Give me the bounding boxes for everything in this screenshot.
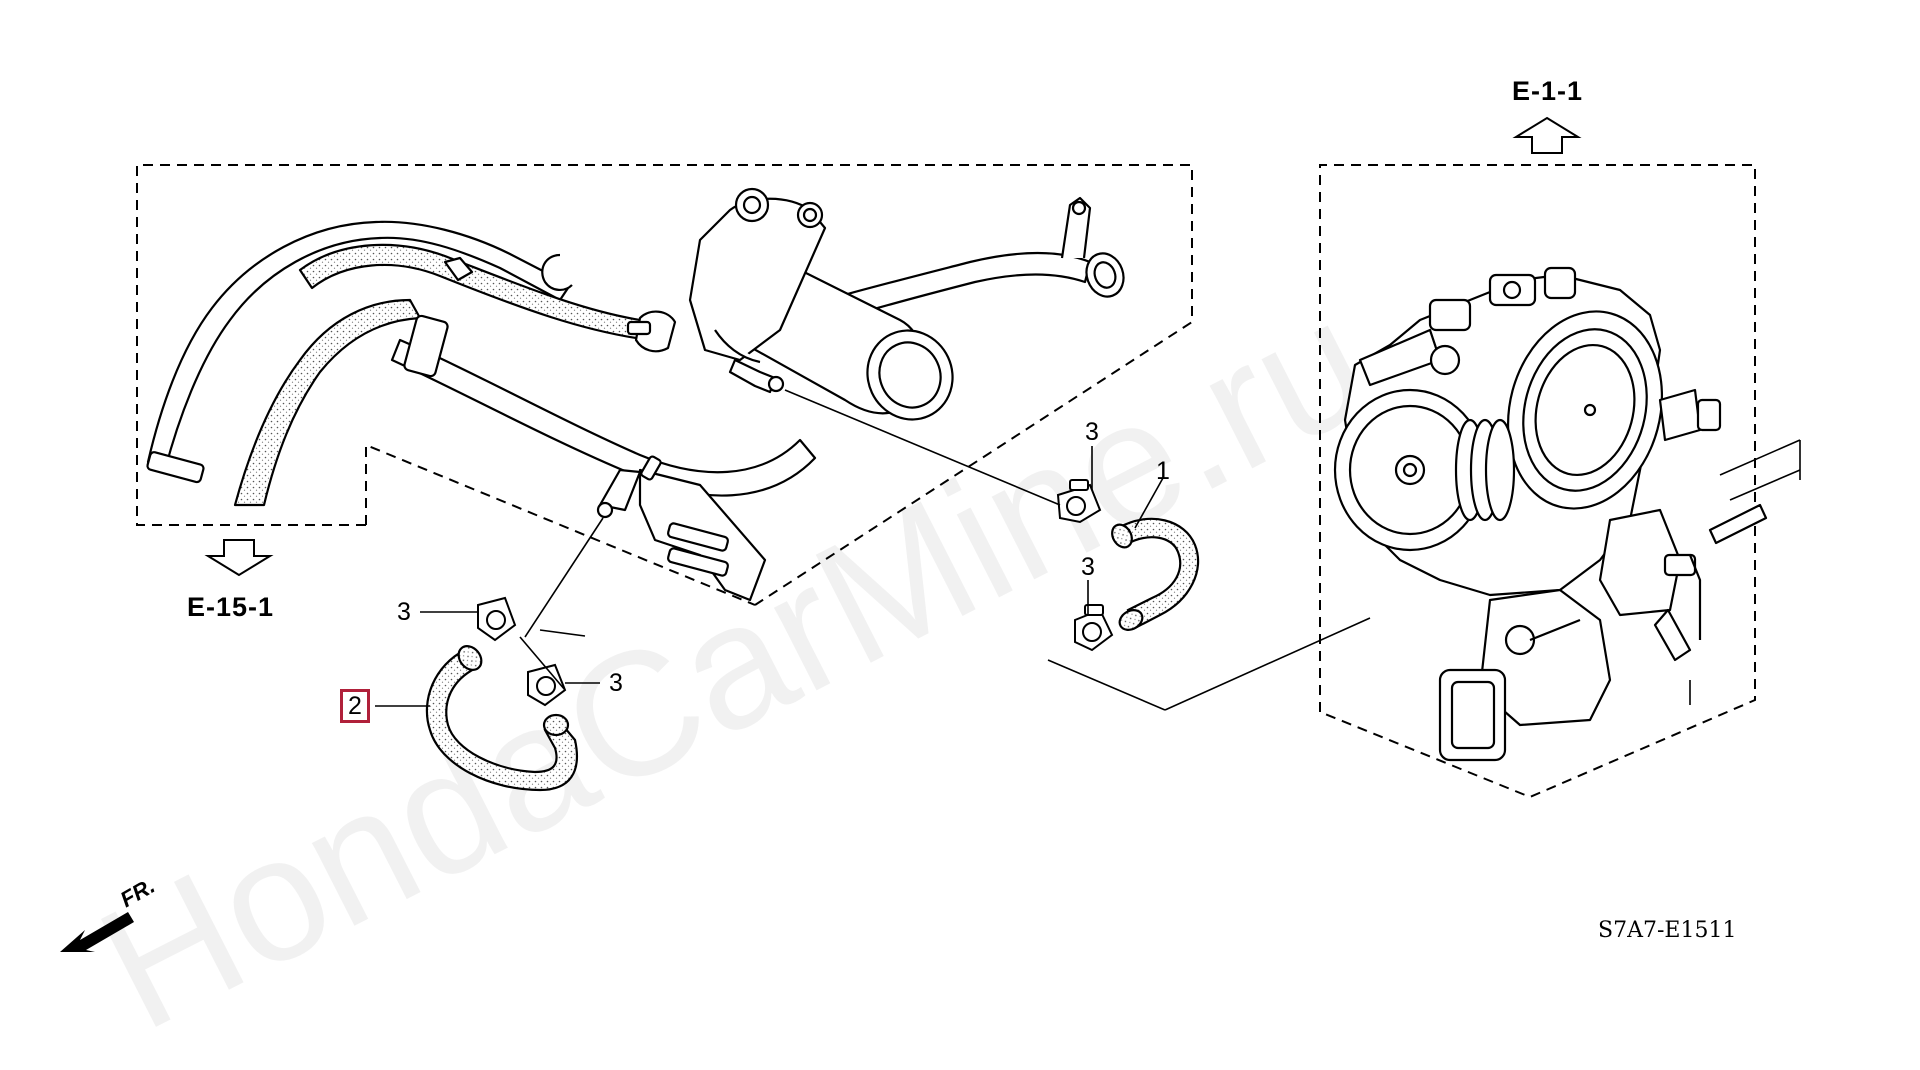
- water-hose-1: [1111, 517, 1200, 631]
- callout-part-3-right[interactable]: 3: [609, 669, 623, 697]
- callout-part-3-mid[interactable]: 3: [1081, 553, 1095, 581]
- water-pipe-assembly: [146, 187, 1125, 602]
- callout-part-3-top[interactable]: 3: [1085, 418, 1099, 446]
- left-group-boundary: [136, 164, 1193, 606]
- diagram-part-code: S7A7-E1511: [1598, 918, 1737, 943]
- callout-part-1[interactable]: 1: [1156, 457, 1170, 485]
- water-hose-2: [425, 645, 579, 792]
- hose-clamps: [477, 479, 1114, 707]
- arrow-down-icon: [204, 539, 274, 577]
- reference-e-1-1[interactable]: E-1-1: [1512, 76, 1584, 106]
- arrow-up-icon: [1512, 116, 1582, 154]
- front-direction-arrow-icon: [60, 912, 134, 952]
- callout-part-3-left[interactable]: 3: [397, 598, 411, 626]
- reference-e-15-1[interactable]: E-15-1: [187, 592, 275, 622]
- parts-diagram: [60, 116, 1801, 952]
- callout-part-2[interactable]: 2: [340, 689, 370, 723]
- leader-lines: [375, 389, 1801, 711]
- right-group-boundary: [1319, 164, 1756, 799]
- throttle-body: [1333, 266, 1768, 762]
